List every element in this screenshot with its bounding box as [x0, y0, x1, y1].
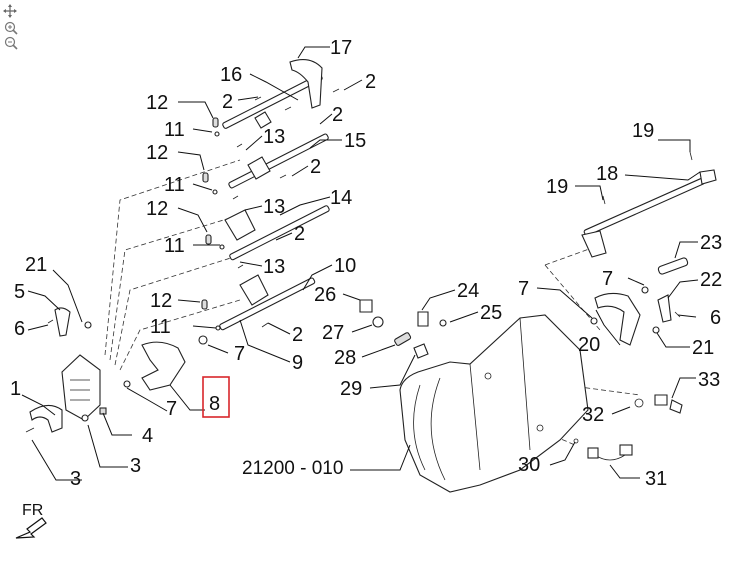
callout-6[interactable]: 6 — [710, 307, 721, 329]
callout-7[interactable]: 7 — [602, 268, 613, 290]
callout-28[interactable]: 28 — [334, 347, 356, 369]
callout-6[interactable]: 6 — [14, 318, 25, 340]
orientation-label: FR — [22, 502, 43, 519]
callout-7[interactable]: 7 — [518, 278, 529, 300]
callout-23[interactable]: 23 — [700, 232, 722, 254]
callout-18[interactable]: 18 — [596, 163, 618, 185]
callout-31[interactable]: 31 — [645, 468, 667, 490]
callout-8[interactable]: 8 — [209, 393, 220, 415]
callout-15[interactable]: 15 — [344, 130, 366, 152]
callout-1[interactable]: 1 — [10, 378, 21, 400]
callout-10[interactable]: 10 — [334, 255, 356, 277]
callout-11[interactable]: 11 — [164, 119, 185, 141]
callout-16[interactable]: 16 — [220, 64, 242, 86]
callout-7[interactable]: 7 — [166, 398, 177, 420]
callout-2[interactable]: 3 — [70, 468, 81, 490]
callout-26[interactable]: 26 — [314, 284, 336, 306]
callout-12[interactable]: 12 — [146, 92, 168, 114]
callout-29[interactable]: 29 — [340, 378, 362, 400]
callout-5[interactable]: 5 — [14, 281, 25, 303]
callout-9[interactable]: 9 — [292, 352, 303, 374]
callout-labels: 17 2 16 2 2 12 11 13 15 12 11 2 14 12 13… — [10, 37, 722, 490]
arrow-down-left-icon — [15, 517, 47, 539]
move-icon[interactable] — [3, 3, 18, 18]
orientation-indicator: FR — [15, 502, 47, 539]
callout-22[interactable]: 22 — [700, 269, 722, 291]
callout-27[interactable]: 27 — [322, 322, 344, 344]
callout-19[interactable]: 19 — [632, 120, 654, 142]
callout-21[interactable]: 21 — [25, 254, 47, 276]
zoom-out-icon[interactable] — [4, 36, 18, 50]
callout-8-highlight[interactable]: 8 — [202, 376, 230, 418]
callout-33[interactable]: 33 — [698, 369, 720, 391]
callout-2[interactable]: 2 — [292, 324, 303, 346]
callout-2[interactable]: 2 — [310, 156, 321, 178]
zoom-in-icon[interactable] — [4, 21, 18, 35]
callout-12[interactable]: 12 — [146, 142, 168, 164]
callout-30[interactable]: 30 — [518, 454, 540, 476]
callout-17[interactable]: 17 — [330, 37, 352, 59]
parts-drawing — [25, 59, 717, 493]
callout-11[interactable]: 11 — [164, 174, 185, 196]
callout-2[interactable]: 2 — [332, 104, 343, 126]
callout-11[interactable]: 11 — [164, 235, 185, 257]
callout-12[interactable]: 12 — [150, 290, 172, 312]
callout-12[interactable]: 12 — [146, 198, 168, 220]
callout-13[interactable]: 13 — [263, 196, 285, 218]
callout-14[interactable]: 14 — [330, 187, 352, 209]
callout-19[interactable]: 19 — [546, 176, 568, 198]
callout-24[interactable]: 24 — [457, 280, 479, 302]
callout-13[interactable]: 13 — [263, 126, 285, 148]
leader-lines — [21, 46, 701, 481]
callout-21[interactable]: 21 — [692, 337, 714, 359]
callout-32[interactable]: 32 — [582, 404, 604, 426]
assembly-reference: 21200 - 010 — [242, 458, 343, 479]
callout-2[interactable]: 2 — [294, 223, 305, 245]
callout-20[interactable]: 20 — [578, 334, 600, 356]
callout-4[interactable]: 4 — [142, 425, 153, 447]
callout-25[interactable]: 25 — [480, 302, 502, 324]
callout-13[interactable]: 13 — [263, 256, 285, 278]
callout-2[interactable]: 2 — [222, 91, 233, 113]
callout-7[interactable]: 7 — [234, 343, 245, 365]
callout-3[interactable]: 3 — [130, 455, 141, 477]
callout-11[interactable]: 11 — [150, 316, 171, 338]
callout-2[interactable]: 2 — [365, 71, 376, 93]
